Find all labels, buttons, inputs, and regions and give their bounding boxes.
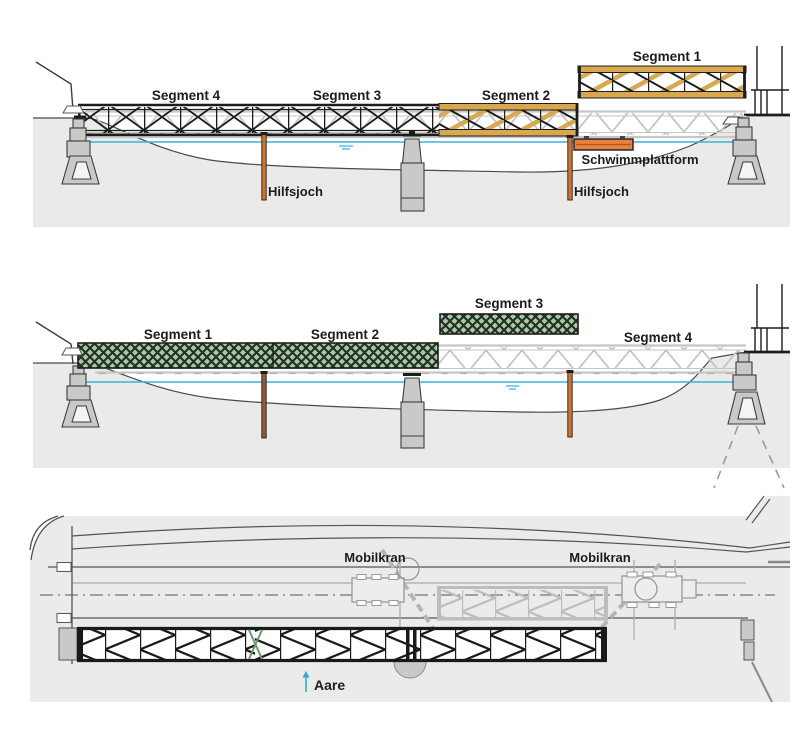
- building-right: [751, 46, 789, 115]
- panel-plan-view: Mobilkran Mobilkran Aare: [29, 495, 791, 703]
- riverbed-line: [33, 351, 747, 413]
- truss-segment-2: [438, 103, 579, 137]
- crane-turntable: [634, 577, 658, 601]
- label-mobilkran-left: Mobilkran: [344, 550, 405, 565]
- label-segment-4: Segment 4: [152, 88, 221, 103]
- label-segment-2: Segment 2: [311, 327, 379, 342]
- label-segment-2: Segment 2: [482, 88, 550, 103]
- panel-elevation-phase2: Segment 1 Segment 2 Segment 3 Segment 4: [33, 284, 790, 489]
- hilfsjoch-post-left: [260, 371, 268, 439]
- bridge-edge-curves: [71, 495, 791, 553]
- embankment-left: [35, 61, 85, 114]
- aare-flow-arrow: [302, 671, 310, 692]
- abutment-right: [713, 352, 785, 489]
- auxiliary-bridge-plan: [77, 626, 607, 663]
- mobile-crane-right: [585, 560, 697, 646]
- right-bank-walls: [740, 619, 773, 703]
- hilfsjoch-post-right: [566, 135, 574, 201]
- corner-arcs: [29, 515, 65, 561]
- label-hilfsjoch-left: Hilfsjoch: [268, 184, 323, 199]
- panel-elevation-phase1: Segment 4 Segment 3 Segment 2 Segment 1 …: [33, 46, 790, 227]
- pier-center: [400, 373, 425, 449]
- label-mobilkran-right: Mobilkran: [569, 550, 630, 565]
- water-level-symbol: [339, 145, 353, 150]
- bearing-notch-bottom: [56, 613, 72, 623]
- green-joint-braces: [248, 629, 263, 660]
- schwimmplattform: [573, 136, 634, 151]
- label-segment-1: Segment 1: [144, 327, 213, 342]
- label-segment-3: Segment 3: [313, 88, 382, 103]
- label-segment-3: Segment 3: [475, 296, 544, 311]
- hilfsjoch-post-right: [566, 370, 574, 438]
- crane-wheels: [356, 574, 399, 606]
- truss-segment-1-floating: [577, 65, 747, 99]
- truss-segments-4-3: [78, 103, 439, 137]
- label-segment-1: Segment 1: [633, 49, 702, 64]
- water-level-symbol: [506, 385, 519, 390]
- embankment-left: [35, 321, 83, 365]
- abutment-left: [61, 115, 100, 185]
- crane-turntable: [396, 557, 420, 581]
- crane-body: [351, 577, 405, 603]
- label-hilfsjoch-right: Hilfsjoch: [574, 184, 629, 199]
- crane-wheels: [626, 571, 677, 608]
- abutment-right: [721, 116, 766, 185]
- girder-segment-3-floating: [439, 313, 579, 335]
- building-right: [751, 284, 789, 352]
- label-aare: Aare: [314, 677, 345, 693]
- left-end-block: [58, 627, 78, 661]
- pier-center: [400, 130, 425, 212]
- excavation-dashed-lines: [713, 425, 785, 489]
- abutment-left: [61, 365, 100, 428]
- label-schwimmplattform: Schwimmplattform: [581, 152, 698, 167]
- bearing-notch-top: [56, 562, 72, 572]
- girder-segments-1-2: [77, 342, 439, 369]
- hilfsjoch-post-left: [260, 132, 268, 201]
- label-segment-4-muted: Segment 4: [624, 330, 693, 345]
- corner-gray-topright: [746, 496, 790, 520]
- riverbed-line: [33, 114, 747, 173]
- ghost-truss-plan: [437, 586, 608, 621]
